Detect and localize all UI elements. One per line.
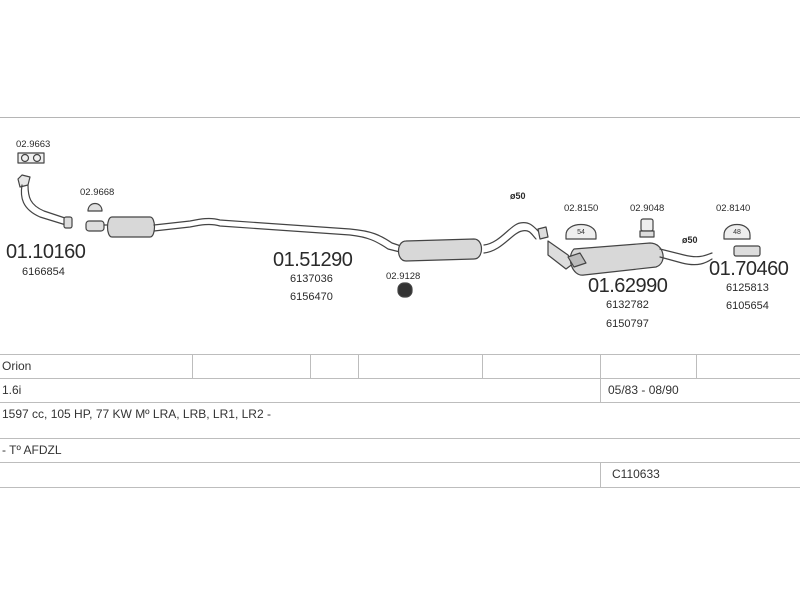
exhaust-drawing: 54 48 xyxy=(17,152,761,298)
table-row-model: Orion xyxy=(0,354,800,379)
diameter-label-rear: ø50 xyxy=(682,235,698,245)
table-row-type: - Tº AFDZL xyxy=(0,438,800,463)
catalog-ref: C110633 xyxy=(612,467,660,481)
clamp-label-02-8140: 02.8140 xyxy=(716,203,751,214)
tailpipe-drawing xyxy=(733,245,761,257)
clamp-label-02-9663: 02.9663 xyxy=(16,139,51,150)
part-ref-6166854: 6166854 xyxy=(22,266,65,278)
clamp-mark-54: 54 xyxy=(577,229,585,236)
clamp-label-02-9128: 02.9128 xyxy=(386,271,421,282)
engine-spec: 1597 cc, 105 HP, 77 KW Mº LRA, LRB, LR1,… xyxy=(2,407,271,421)
engine-type: - Tº AFDZL xyxy=(2,443,62,457)
exhaust-diagram: 54 48 02.9663 02.9668 02.9128 02.8150 02… xyxy=(0,117,800,352)
production-years: 05/83 - 08/90 xyxy=(608,383,679,397)
table-row-spec: 1597 cc, 105 HP, 77 KW Mº LRA, LRB, LR1,… xyxy=(0,402,800,439)
rear-silencer-drawing xyxy=(547,240,713,276)
clamp-02-9048-drawing xyxy=(639,218,655,238)
part-ref-6137036: 6137036 xyxy=(290,273,333,285)
clamp-label-02-9048: 02.9048 xyxy=(630,203,665,214)
part-ref-6125813: 6125813 xyxy=(726,282,769,294)
clamp-02-8150-drawing xyxy=(565,223,597,240)
clamp-label-02-8150: 02.8150 xyxy=(564,203,599,214)
part-code-01-70460: 01.70460 xyxy=(709,258,789,280)
part-ref-6132782: 6132782 xyxy=(606,299,649,311)
center-pipe-drawing xyxy=(85,216,549,262)
clamp-02-9663-drawing xyxy=(17,152,45,164)
engine-size: 1.6i xyxy=(2,383,22,397)
part-ref-6105654: 6105654 xyxy=(726,300,769,312)
clamp-label-02-9668: 02.9668 xyxy=(80,187,115,198)
model-name: Orion xyxy=(2,359,32,373)
part-code-01-62990: 01.62990 xyxy=(588,275,668,297)
hanger-02-9128-drawing xyxy=(397,282,413,298)
part-code-01-10160: 01.10160 xyxy=(6,241,86,263)
part-ref-6150797: 6150797 xyxy=(606,318,649,330)
part-ref-6156470: 6156470 xyxy=(290,291,333,303)
table-row-ref: C110633 xyxy=(0,462,800,488)
part-code-01-51290: 01.51290 xyxy=(273,249,353,271)
top-divider xyxy=(0,117,800,118)
table-row-engine: 1.6i 05/83 - 08/90 xyxy=(0,378,800,403)
clamp-02-8140-drawing xyxy=(723,223,751,240)
clamp-02-9668-drawing xyxy=(87,202,103,212)
clamp-mark-48: 48 xyxy=(733,229,741,236)
front-downpipe-drawing xyxy=(17,174,73,229)
diameter-label-front: ø50 xyxy=(510,191,526,201)
